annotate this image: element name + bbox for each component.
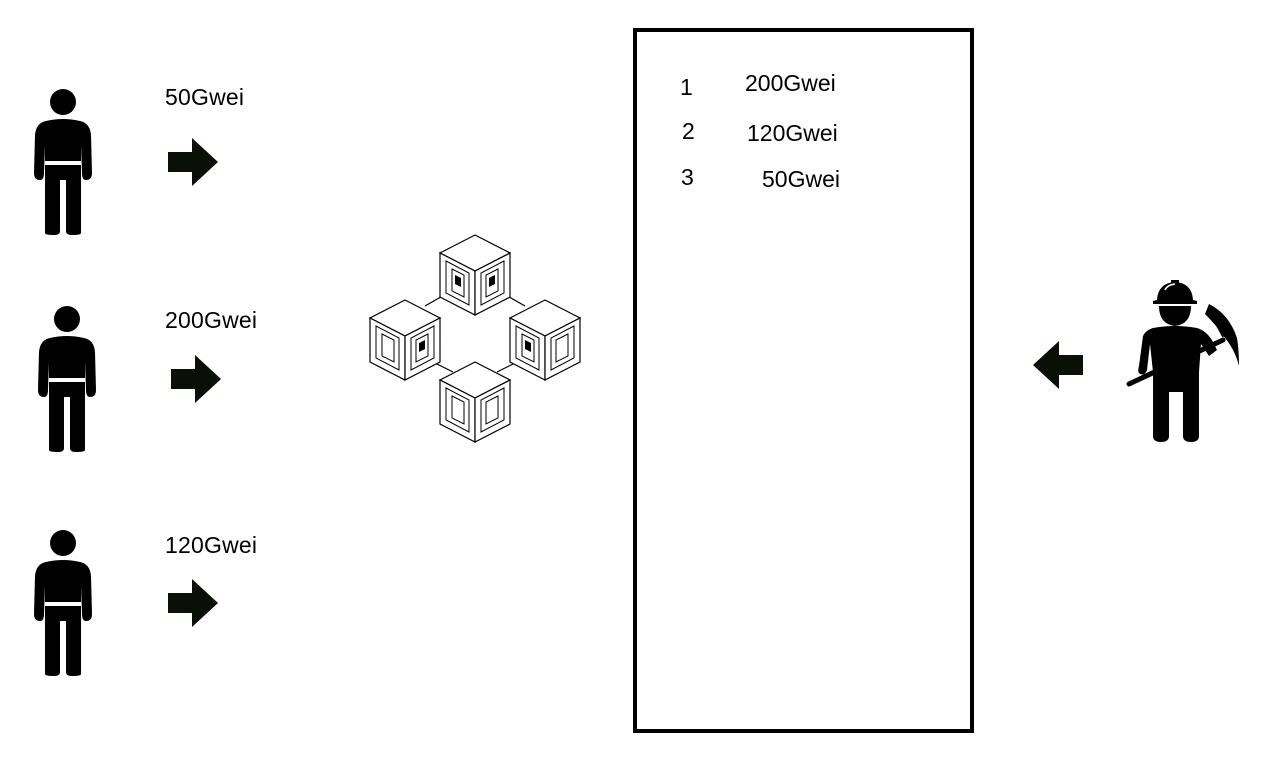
sender-person-icon xyxy=(34,530,92,676)
arrow-left-icon xyxy=(1033,341,1083,389)
sender-fee-label: 120Gwei xyxy=(165,532,258,558)
miner-icon xyxy=(1126,280,1239,442)
sender-fee-label: 200Gwei xyxy=(165,307,258,333)
mempool-fee: 120Gwei xyxy=(747,120,838,146)
mempool-fee: 200Gwei xyxy=(745,70,836,96)
sender-fee-label: 50Gwei xyxy=(165,84,245,110)
arrow-right-icon xyxy=(168,579,218,627)
blockchain-network-icon xyxy=(368,234,582,443)
mempool-fee: 50Gwei xyxy=(762,166,840,192)
mempool-box: 1 200Gwei 2 120Gwei 3 50Gwei xyxy=(633,28,974,733)
sender-person-icon xyxy=(38,306,96,452)
mempool-rank: 2 xyxy=(682,118,695,144)
mempool-rank: 1 xyxy=(680,74,693,100)
mempool-rank: 3 xyxy=(681,164,694,190)
arrow-right-icon xyxy=(168,138,218,186)
arrow-right-icon xyxy=(171,355,221,403)
sender-person-icon xyxy=(34,89,92,235)
